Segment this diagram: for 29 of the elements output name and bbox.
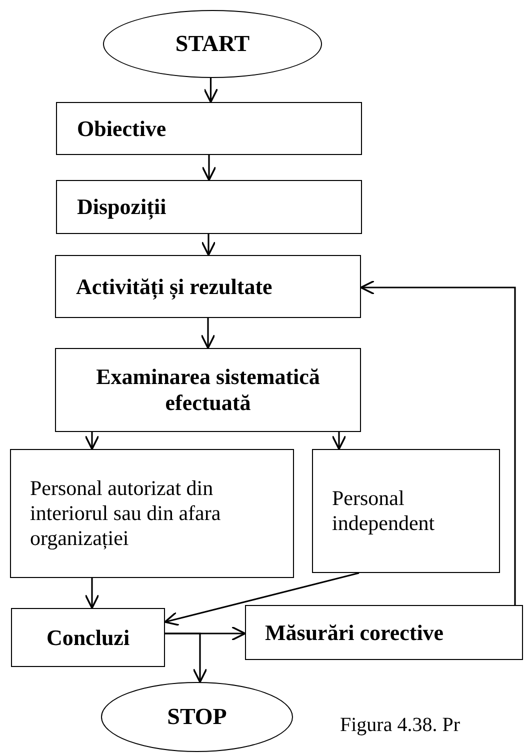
- node-text: Dispoziții: [77, 194, 166, 220]
- node-text: Examinarea sistematică efectuată: [95, 364, 321, 416]
- arrow: [332, 432, 346, 450]
- node-text: START: [175, 30, 250, 58]
- process-box: [56, 102, 362, 155]
- arrow: [360, 280, 516, 605]
- arrow: [201, 234, 216, 256]
- arrow: [200, 318, 216, 349]
- node-text: STOP: [167, 703, 227, 731]
- process-box: [10, 449, 294, 578]
- node-text: Obiective: [77, 116, 166, 142]
- process-box: [55, 348, 361, 432]
- arrow: [164, 572, 360, 626]
- arrow: [203, 78, 218, 103]
- node-text: Concluzi: [46, 624, 130, 650]
- process-box: [11, 608, 165, 667]
- node-text: Personal autorizat din interiorul sau din afara organizației: [30, 476, 222, 551]
- arrow: [165, 632, 208, 683]
- process-box: [56, 180, 362, 234]
- arrow: [84, 432, 100, 450]
- figure-caption: Figura 4.38. Pr: [340, 714, 460, 737]
- process-box: [55, 255, 361, 318]
- node-text: Măsurări corective: [265, 620, 444, 646]
- node-text: Personal independent: [332, 486, 436, 536]
- arrow: [202, 155, 216, 181]
- process-box: [245, 605, 523, 660]
- node-text: Activități și rezultate: [76, 274, 272, 300]
- arrow: [84, 578, 100, 609]
- process-box: [312, 449, 500, 573]
